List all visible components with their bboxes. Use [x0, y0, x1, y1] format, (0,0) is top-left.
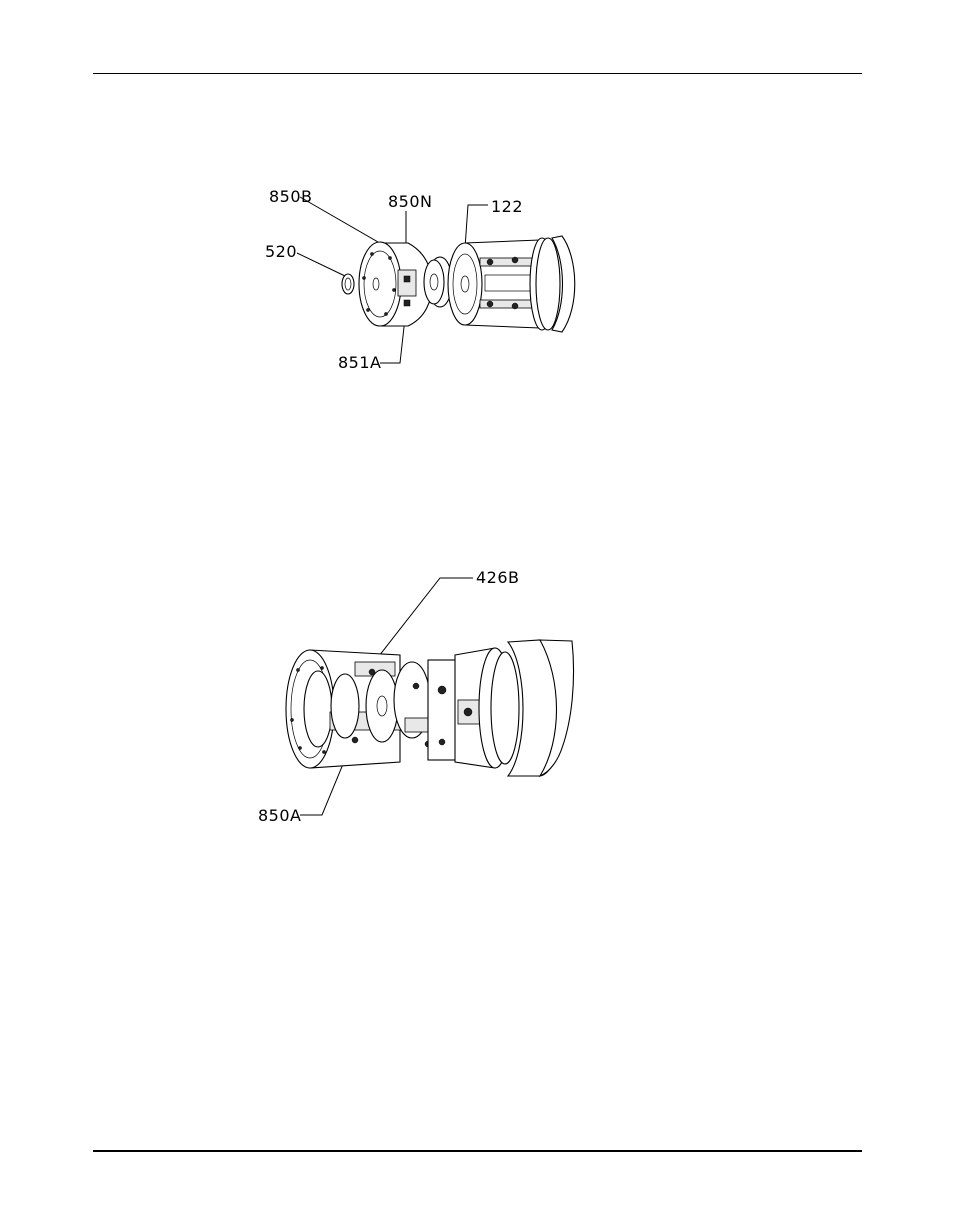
callout-850B: 850B: [269, 187, 313, 206]
callout-520: 520: [265, 242, 297, 261]
part-122-frame: [448, 236, 575, 332]
right-housing: [455, 640, 574, 776]
callout-850N: 850N: [388, 192, 433, 211]
callout-122: 122: [491, 197, 523, 216]
footer-rule: [93, 1150, 862, 1152]
exploded-assembly-drawing: 850B 850N 122 520 851A: [0, 180, 954, 380]
assembled-view-figure: 426B 850A: [0, 565, 954, 825]
header-rule: [93, 73, 862, 74]
exploded-assembly-figure: 850B 850N 122 520 851A: [0, 180, 954, 380]
callout-851A: 851A: [338, 353, 381, 372]
callout-850A: 850A: [258, 806, 301, 825]
part-520-ring: [342, 274, 354, 294]
callout-426B: 426B: [476, 568, 520, 587]
part-850B-housing: [359, 242, 432, 326]
assembled-view-drawing: 426B 850A: [0, 565, 954, 825]
